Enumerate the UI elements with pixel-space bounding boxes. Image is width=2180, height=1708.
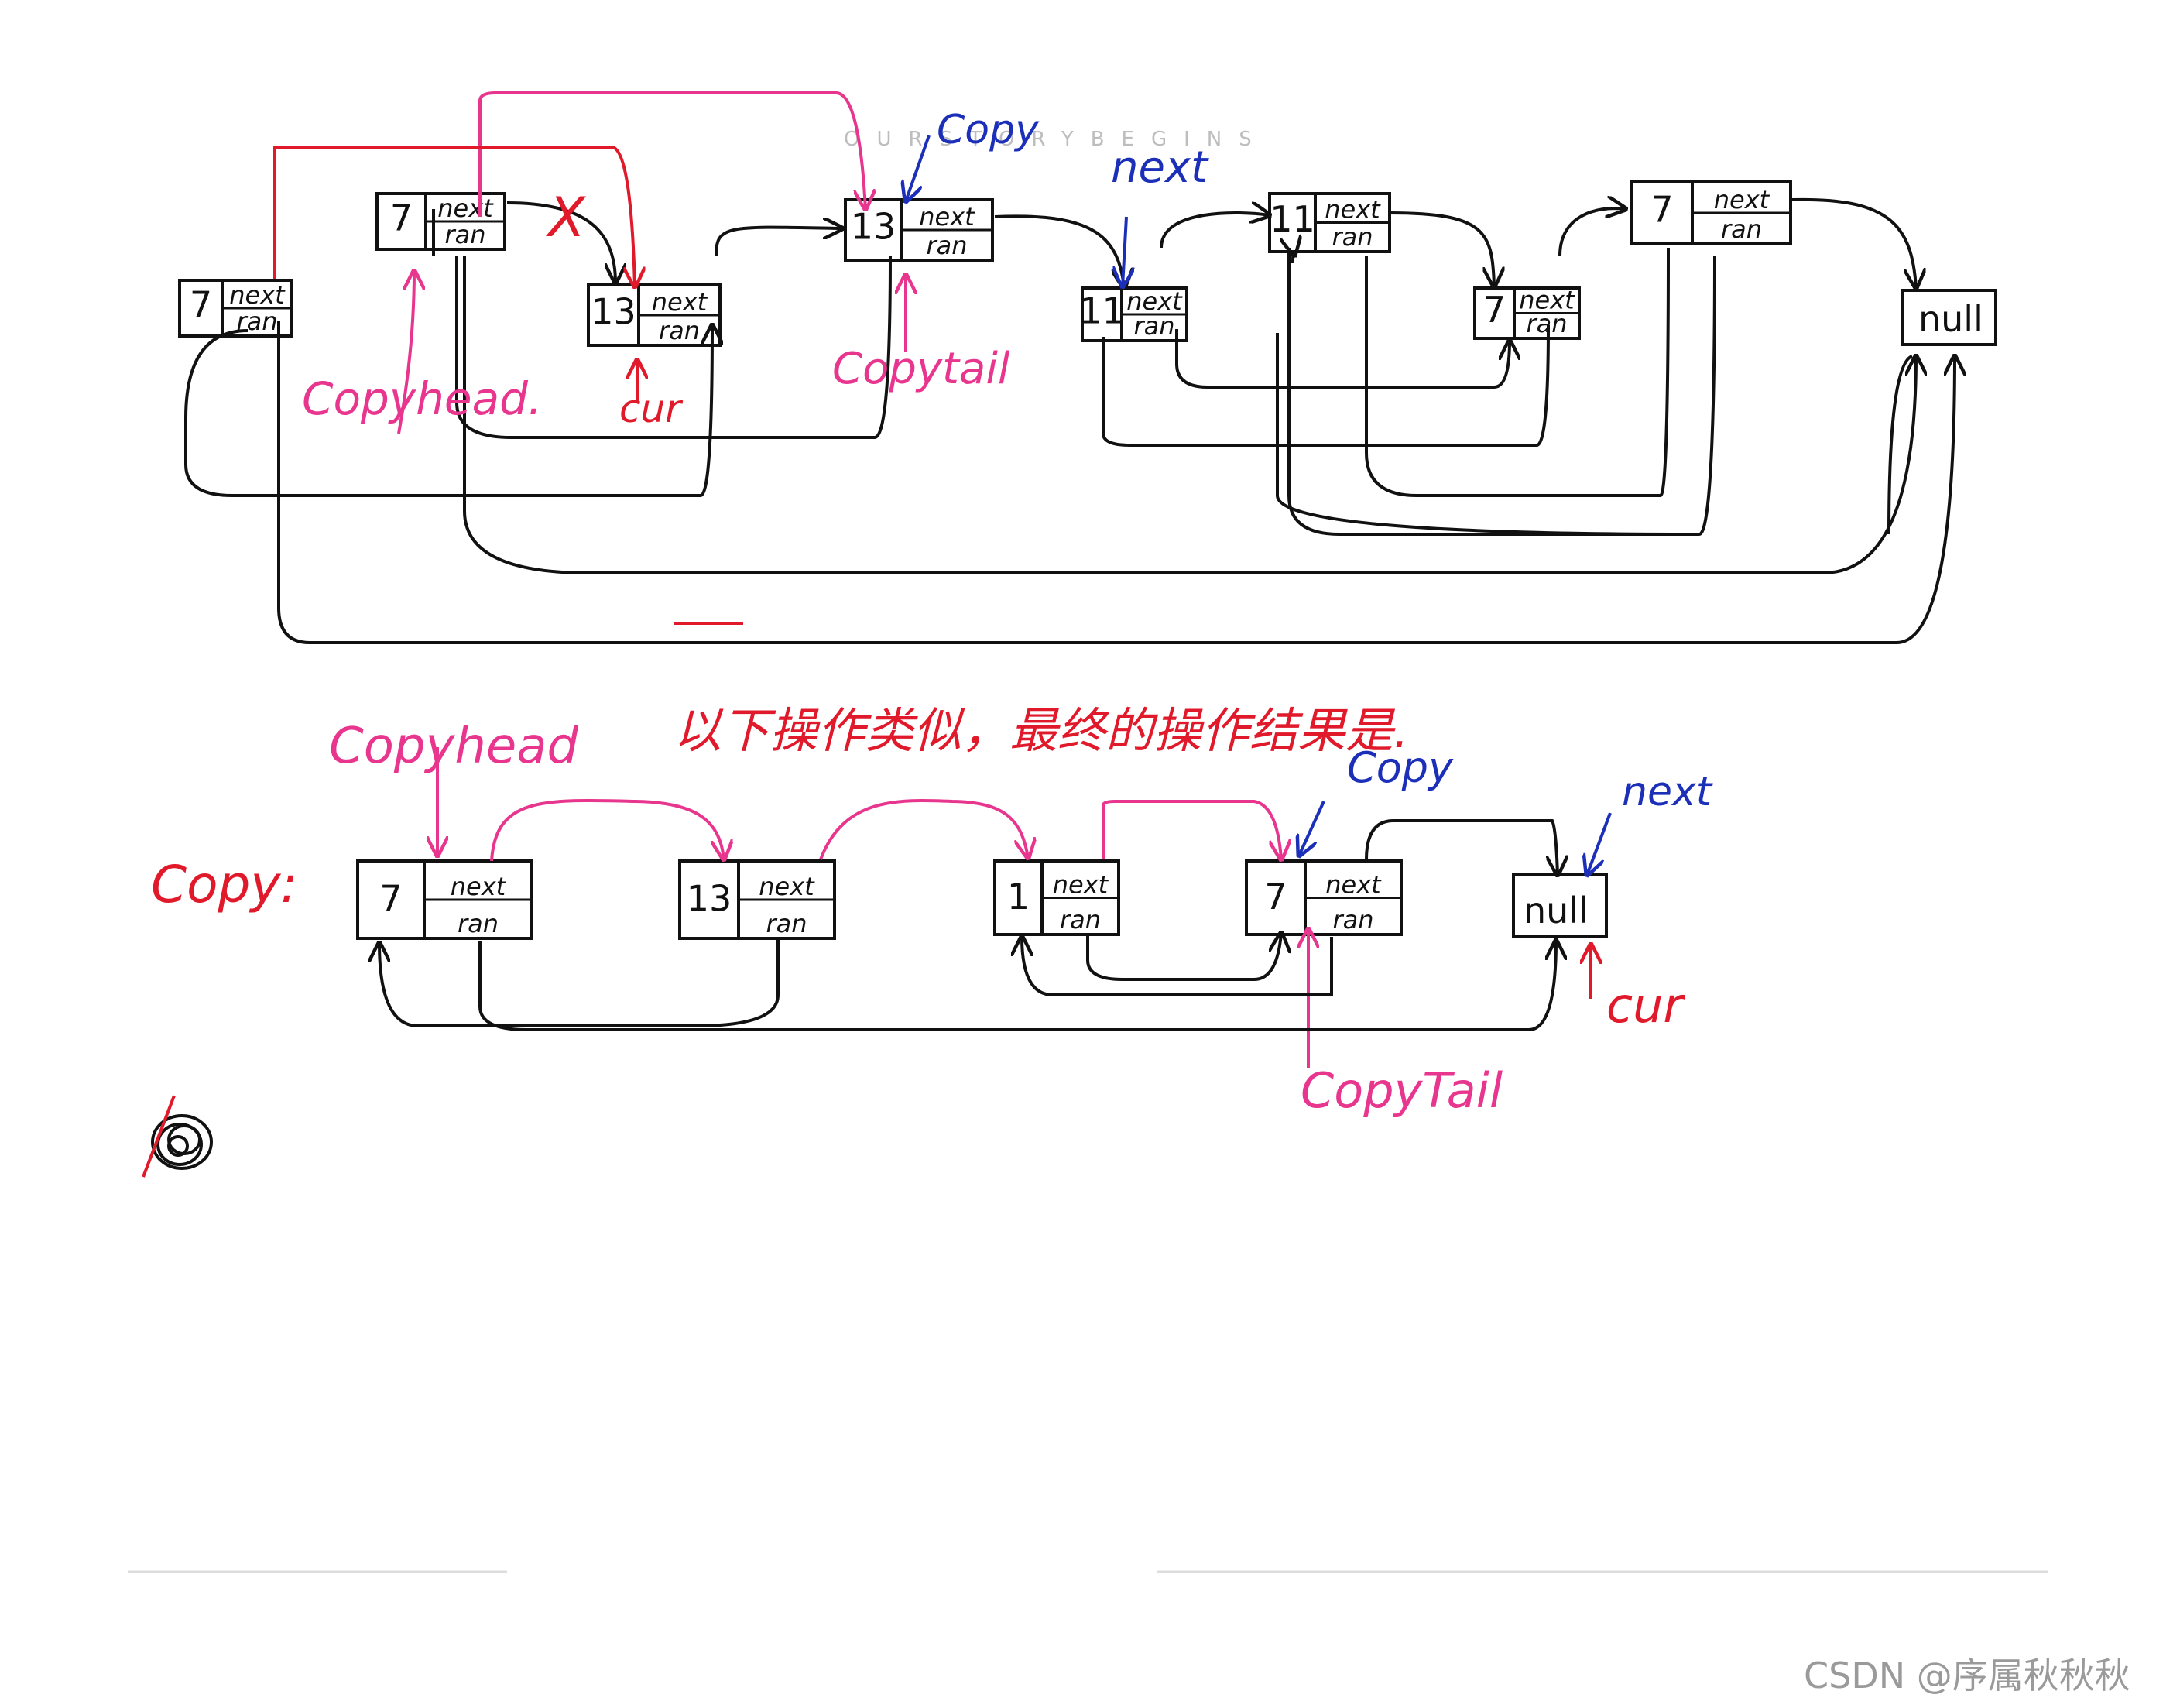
top-list-node-ran-field: ran xyxy=(1133,311,1174,341)
top-copytail-label: Copytail xyxy=(832,344,1010,394)
bottom-list-node-next-field: next xyxy=(1325,870,1382,900)
bottom-list-node-ran-field: ran xyxy=(1060,905,1101,935)
top-list-node-value: 7 xyxy=(190,284,212,326)
bottom-list-node-value: 13 xyxy=(687,878,732,920)
top-list-node-value: 7 xyxy=(390,197,413,239)
bottom-list-node-value: 7 xyxy=(379,878,402,920)
top-random-pointers xyxy=(184,209,1955,644)
top-list-node-value: 11 xyxy=(1079,290,1125,332)
bottom-list-node-value: 1 xyxy=(1007,876,1030,917)
top-list-node-next-field: next xyxy=(1325,195,1381,225)
top-list-node-next-field: next xyxy=(1519,286,1575,315)
top-list-node-value: 13 xyxy=(591,291,636,333)
bottom-list-node-next-field: next xyxy=(1053,870,1109,900)
bottom-list-node-next-field: next xyxy=(451,872,507,901)
top-blue-pointers xyxy=(906,135,1126,286)
bottom-copy-label: Copy xyxy=(1347,743,1454,792)
bottom-list-node: 7 next ran xyxy=(1245,859,1403,936)
bottom-list-node: 13 next ran xyxy=(678,859,836,940)
top-pink-pointers xyxy=(397,91,906,434)
top-list-node-next-field: next xyxy=(652,287,708,317)
top-null-label: null xyxy=(1918,298,1983,340)
bottom-blue-pointers xyxy=(1299,801,1612,875)
bottom-null-label: null xyxy=(1524,890,1589,931)
top-list-node-value: 7 xyxy=(1650,189,1673,231)
top-list-node-value: 13 xyxy=(851,206,896,248)
bottom-pink-pointers xyxy=(437,747,1308,1068)
top-null-node: null xyxy=(1901,289,1997,346)
removed-pointer-cross: X xyxy=(545,186,587,249)
top-list-node-next-field: next xyxy=(437,194,494,223)
bottom-list-node: 7 next ran xyxy=(356,859,533,940)
top-list-node-ran-field: ran xyxy=(1332,222,1373,252)
bottom-null-node: null xyxy=(1512,873,1608,938)
top-list-node-next-field: next xyxy=(229,280,286,310)
scribble-mark xyxy=(142,1095,213,1178)
top-list-node-value: 11 xyxy=(1270,198,1315,240)
top-red-pointers xyxy=(273,146,743,625)
bottom-list-node-next-field: next xyxy=(759,872,815,901)
handwritten-note: 以下操作类似，最终的操作结果是. xyxy=(674,702,1409,759)
bottom-cur-label: cur xyxy=(1606,977,1685,1034)
top-list-node-ran-field: ran xyxy=(1721,214,1762,244)
top-next-label: next xyxy=(1111,142,1209,193)
bottom-list-node-ran-field: ran xyxy=(766,909,807,938)
faint-header: OURSTORYBEGINS xyxy=(844,128,1269,151)
bottom-node-list: 7 next ran 13 next ran 1 next ran 7 next ran xyxy=(356,859,1403,940)
top-list-node-next-field: next xyxy=(1714,185,1770,214)
top-list-node-value: 7 xyxy=(1483,289,1506,331)
bottom-next-label: next xyxy=(1622,769,1713,815)
top-cur-label: cur xyxy=(619,386,684,431)
top-list-node-next-field: next xyxy=(919,202,975,232)
top-copy-label: Copy xyxy=(937,107,1040,153)
bottom-list-node-ran-field: ran xyxy=(458,909,499,938)
top-list-node-ran-field: ran xyxy=(659,316,700,345)
bottom-list-node: 1 next ran xyxy=(993,859,1120,936)
top-copyhead-label: Copyhead. xyxy=(302,372,542,425)
bottom-list-node-ran-field: ran xyxy=(1332,905,1373,935)
bottom-copyhead-label: Copyhead xyxy=(329,718,579,775)
top-list-node-ran-field: ran xyxy=(926,231,967,260)
top-list-node-next-field: next xyxy=(1126,286,1183,316)
top-list-node-ran-field: ran xyxy=(444,220,485,249)
bottom-list-node-value: 7 xyxy=(1264,876,1287,917)
bottom-copytail-label: CopyTail xyxy=(1301,1062,1503,1119)
watermark: CSDN @序属秋秋秋 xyxy=(1804,1655,2130,1696)
bottom-title: Copy: xyxy=(151,855,298,914)
bottom-black-pointers xyxy=(379,819,1558,1031)
